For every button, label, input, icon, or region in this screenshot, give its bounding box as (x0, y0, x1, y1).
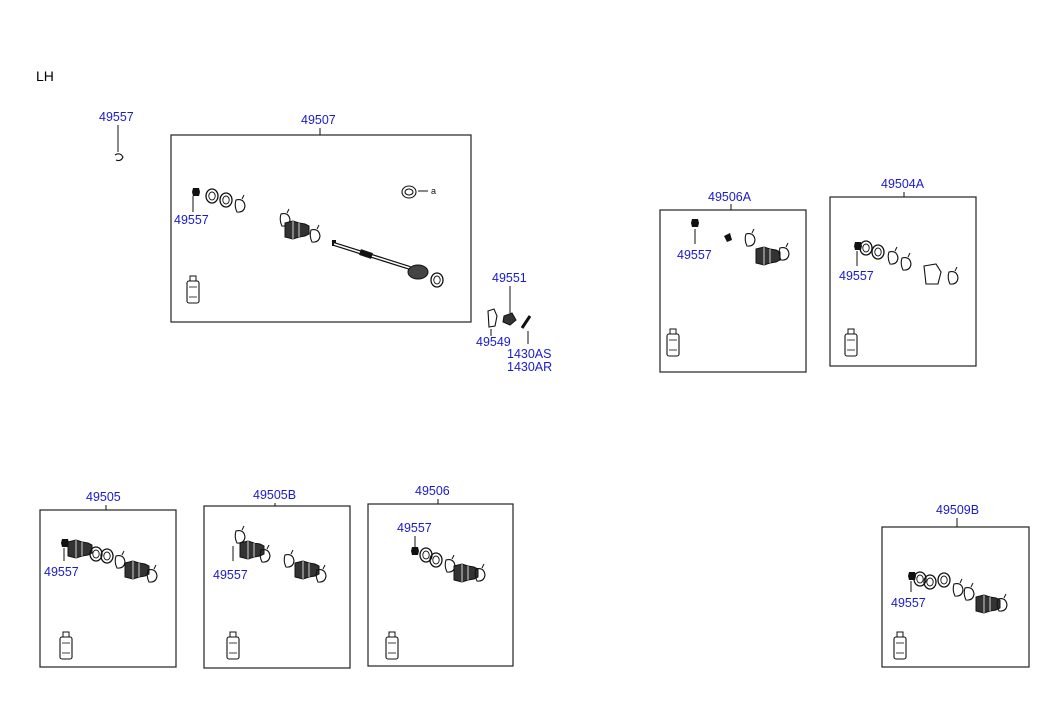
part-number-49557-sub[interactable]: 49557 (891, 596, 926, 610)
small-parts-group (192, 188, 246, 213)
assembly-49506: 49506 49557 (367, 484, 514, 667)
callout-49557-standalone[interactable]: 49557 (99, 110, 134, 162)
part-number-49557-sub[interactable]: 49557 (839, 269, 874, 283)
assembly-49505: 49505 49557 (39, 490, 177, 668)
part-number-49507[interactable]: 49507 (301, 113, 336, 127)
assembly-49507: 49507 49557 a (170, 113, 472, 323)
outer-joint-group (279, 208, 321, 243)
assembly-frame-49505 (39, 509, 177, 668)
grease-tube-icon (893, 631, 907, 660)
grease-tube-icon (385, 631, 399, 660)
part-number-49557-sub[interactable]: 49557 (44, 565, 79, 579)
grease-tube-icon (844, 328, 858, 357)
part-number-49506A[interactable]: 49506A (708, 190, 752, 204)
part-number-1430AR[interactable]: 1430AR (507, 360, 552, 374)
reference-mark-a: a (431, 186, 436, 196)
part-number-49505[interactable]: 49505 (86, 490, 121, 504)
assembly-49506A: 49506A 49557 (659, 190, 807, 373)
cotter-pin-icon (520, 315, 532, 329)
part-number-49557-sub[interactable]: 49557 (397, 521, 432, 535)
assembly-49504A: 49504A 49557 (829, 177, 977, 367)
assembly-frame-49509B (881, 526, 1030, 668)
grease-tube-icon (666, 328, 680, 357)
assembly-49505B: 49505B 49557 (203, 488, 351, 669)
part-number-49506[interactable]: 49506 (415, 484, 450, 498)
part-number-49557-sub[interactable]: 49557 (677, 248, 712, 262)
assembly-frame-49504A (829, 196, 977, 367)
assembly-frame-49506 (367, 503, 514, 667)
callout-49549: 49549 (476, 308, 511, 349)
part-number-49557[interactable]: 49557 (99, 110, 134, 124)
grease-tube-icon (59, 631, 73, 660)
part-number-49557-sub[interactable]: 49557 (174, 213, 209, 227)
callout-1430: 1430AS 1430AR (507, 315, 552, 374)
hub-nut-icon (502, 312, 517, 326)
washer-icon (487, 308, 498, 328)
part-number-1430AS[interactable]: 1430AS (507, 347, 551, 361)
part-number-49505B[interactable]: 49505B (253, 488, 296, 502)
drive-shaft-icon (332, 240, 444, 288)
side-label: LH (36, 68, 54, 84)
grease-tube-icon (186, 275, 200, 304)
part-number-49549[interactable]: 49549 (476, 335, 511, 349)
grease-tube-icon (226, 631, 240, 660)
assembly-frame-49507 (170, 134, 472, 323)
circlip-icon (114, 153, 124, 162)
part-number-49509B[interactable]: 49509B (936, 503, 979, 517)
part-number-49504A[interactable]: 49504A (881, 177, 925, 191)
assembly-49509B: 49509B 49557 (881, 503, 1030, 668)
callout-49551: 49551 (492, 271, 527, 326)
part-number-49557-sub[interactable]: 49557 (213, 568, 248, 582)
part-number-49551[interactable]: 49551 (492, 271, 527, 285)
assembly-frame-49505B (203, 505, 351, 669)
assembly-frame-49506A (659, 209, 807, 373)
ring-with-reference-a: a (401, 185, 436, 199)
